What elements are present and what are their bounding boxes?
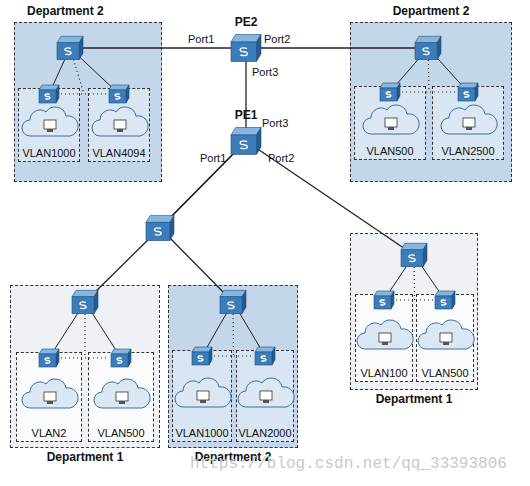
switch-icon	[146, 215, 174, 240]
vlan-box: VLAN4094	[88, 88, 150, 162]
pe-switch: PE2	[231, 34, 261, 62]
port-label: Port2	[268, 152, 294, 164]
switch-top	[146, 215, 174, 222]
switch-glyph	[240, 48, 247, 55]
vlan-label: VLAN1000	[19, 147, 79, 159]
port-label: Port1	[200, 152, 226, 164]
switch-side	[257, 128, 262, 155]
vlan-label: VLAN1000	[173, 427, 231, 439]
switch-icon	[231, 35, 261, 62]
vlan-box: VLAN500	[354, 86, 426, 160]
switch-top	[231, 35, 261, 43]
vlan-label: VLAN500	[355, 145, 425, 157]
switch-glyph	[240, 141, 247, 148]
department-box: Department 2VLAN500VLAN2500	[350, 22, 512, 182]
vlan-box: VLAN1000	[18, 88, 80, 162]
port-label: Port3	[252, 66, 278, 78]
device-label: PE1	[235, 108, 258, 122]
vlan-box: VLAN2	[16, 352, 82, 442]
link-line	[160, 155, 232, 285]
vlan-label: VLAN2000	[237, 427, 293, 439]
department-heading: Department 2	[27, 4, 104, 18]
link-line	[261, 47, 350, 48]
uplink-stub	[232, 141, 246, 155]
switch-front	[231, 42, 257, 62]
uplink-stub	[245, 127, 246, 141]
vlan-box: VLAN1000	[172, 350, 232, 442]
department-box: Department 1VLAN100VLAN500	[350, 233, 478, 390]
department-heading: Department 1	[47, 450, 124, 464]
vlan-label: VLAN2500	[433, 145, 503, 157]
watermark: https://blog.csdn.net/qq_33393806	[190, 455, 507, 473]
vlan-label: VLAN2	[17, 427, 81, 439]
device-label: PE2	[235, 15, 258, 29]
switch-top	[231, 128, 261, 136]
uplink-stub	[232, 141, 246, 155]
switch-icon	[231, 128, 261, 155]
switch-side	[257, 35, 262, 62]
vlan-box: VLAN500	[416, 294, 474, 382]
port-label: Port2	[264, 33, 290, 45]
vlan-label: VLAN4094	[89, 147, 149, 159]
vlan-box: VLAN100	[355, 294, 413, 382]
switch-front	[146, 222, 170, 240]
department-heading: Department 2	[393, 4, 470, 18]
link-line	[162, 47, 231, 48]
switch-front	[231, 135, 257, 155]
port-label: Port3	[262, 117, 288, 129]
uplink-stub	[246, 141, 261, 151]
vlan-label: VLAN500	[417, 367, 473, 379]
vlan-box: VLAN2500	[432, 86, 504, 160]
uplink-stub	[231, 47, 246, 48]
vlan-label: VLAN500	[89, 427, 153, 439]
department-box: Department 2VLAN1000VLAN4094	[14, 22, 162, 182]
uplink-stub	[246, 47, 261, 48]
vlan-label: VLAN100	[356, 367, 412, 379]
switch-side	[170, 215, 174, 240]
department-box: Department 1VLAN2VLAN500	[10, 285, 160, 448]
department-heading: Department 1	[376, 392, 453, 406]
pe-switch: PE1	[231, 127, 261, 155]
uplink-stub	[245, 48, 246, 62]
vlan-box: VLAN2000	[236, 350, 294, 442]
switch-glyph	[155, 228, 162, 235]
department-box: Department 2VLAN1000VLAN2000	[168, 285, 298, 448]
vlan-box: VLAN500	[88, 352, 154, 442]
port-label: Port1	[188, 33, 214, 45]
